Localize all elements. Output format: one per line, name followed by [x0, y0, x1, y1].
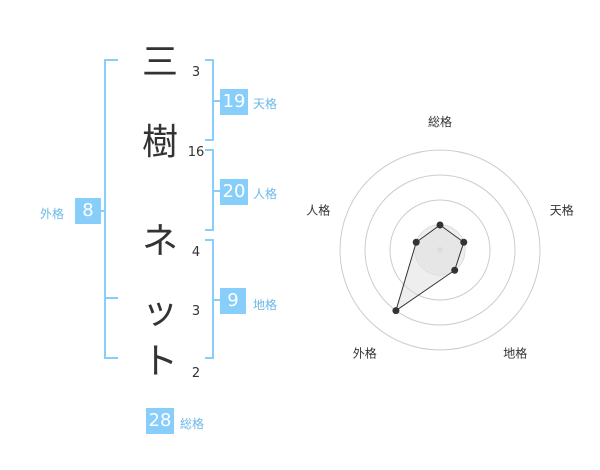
radar-score-point	[436, 221, 444, 229]
radar-score-polygon	[395, 224, 465, 312]
radar-score-point	[412, 238, 420, 246]
stroke-count-5: 2	[191, 366, 201, 381]
gaikaku-value-box: 8	[75, 198, 101, 224]
stroke-count-1: 3	[191, 65, 201, 80]
radar-axis-label: 総格	[428, 114, 452, 129]
chikaku-value-box: 9	[220, 288, 246, 314]
radar-axis-label: 人格	[306, 202, 330, 217]
radar-axis-label: 外格	[353, 346, 377, 361]
jinkaku-value-box: 20	[220, 179, 248, 205]
stroke-count-2: 16	[187, 145, 205, 160]
jinkaku-label: 人格	[253, 187, 278, 201]
name-char-1: 三	[141, 42, 178, 83]
name-char-2: 樹	[141, 122, 178, 163]
radar-grid-ring	[364, 174, 516, 326]
stroke-count-4: 3	[191, 304, 201, 319]
stroke-count-3: 4	[191, 245, 201, 260]
tenkaku-value-box: 19	[220, 89, 248, 115]
radar-center-dot	[437, 247, 443, 253]
radar-score-point	[451, 266, 459, 274]
soukaku-label: 総格	[180, 417, 205, 431]
radar-axis-label: 地格	[503, 346, 527, 361]
gaikaku-label: 外格	[40, 207, 65, 221]
name-char-5: ト	[141, 341, 178, 382]
radar-axis-label: 天格	[550, 202, 574, 217]
gaikaku-bracket	[104, 59, 118, 359]
radar-score-point	[392, 307, 400, 315]
radar-score-point	[460, 238, 468, 246]
name-char-3: ネ	[141, 221, 178, 262]
soukaku-value-box: 28	[146, 408, 174, 434]
chikaku-label: 地格	[253, 298, 278, 312]
tenkaku-label: 天格	[253, 97, 278, 111]
radar-grid-ring	[339, 149, 541, 351]
name-char-4: ッ	[141, 291, 178, 332]
radar-grid-ring	[389, 199, 491, 301]
